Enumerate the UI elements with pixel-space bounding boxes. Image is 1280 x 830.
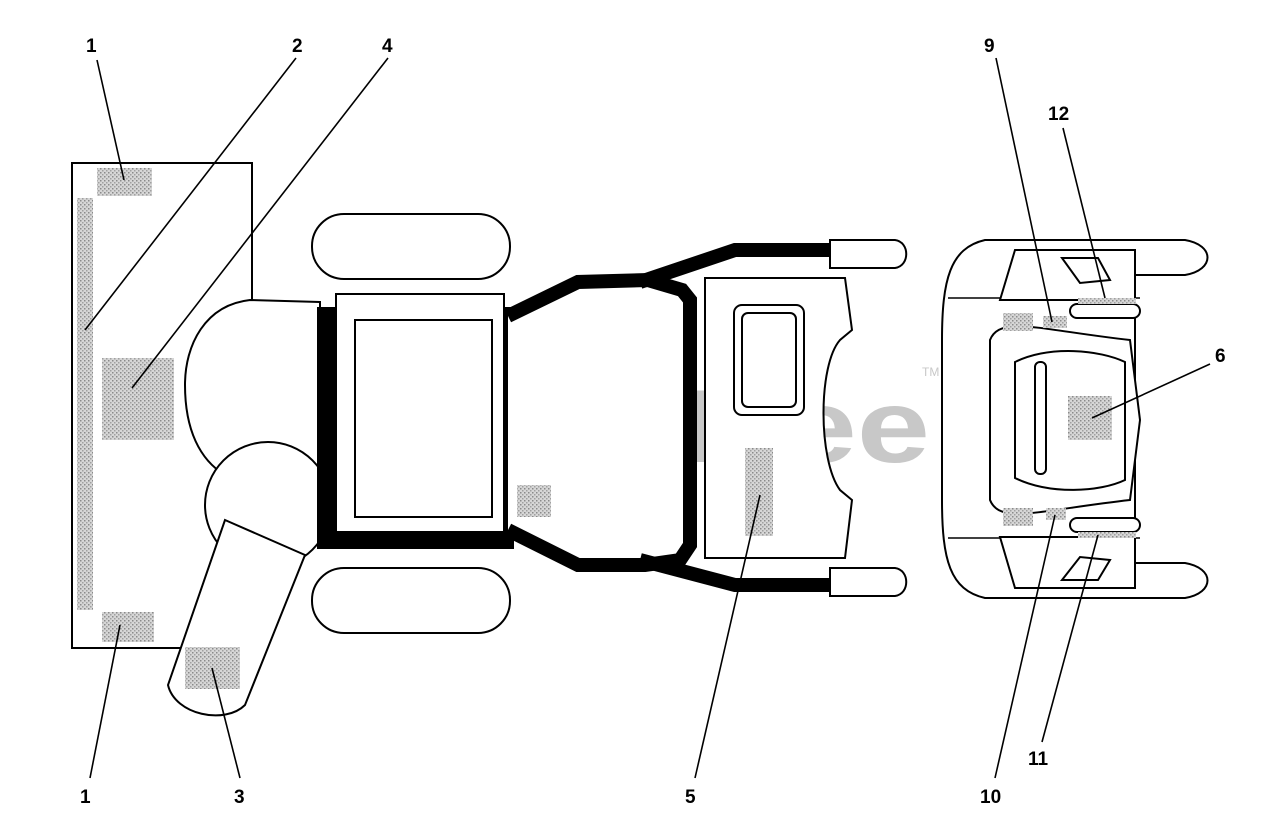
callout-10: 10 bbox=[980, 787, 1001, 808]
decal-4 bbox=[102, 358, 174, 440]
callout-3: 3 bbox=[234, 787, 245, 808]
handlebars bbox=[637, 239, 908, 597]
callout-labels: 1 2 4 9 12 6 1 3 5 10 11 bbox=[80, 36, 1226, 808]
callout-2: 2 bbox=[292, 36, 303, 57]
rear-view bbox=[941, 239, 1209, 599]
callout-12: 12 bbox=[1048, 104, 1069, 125]
decal-6 bbox=[1068, 396, 1112, 440]
control-panel bbox=[704, 277, 854, 559]
watermark-trademark: TM bbox=[922, 365, 939, 379]
decal-5 bbox=[745, 448, 773, 536]
callout-1-bottom: 1 bbox=[80, 787, 91, 808]
chute-base bbox=[183, 298, 321, 476]
decal-2-strip bbox=[77, 198, 93, 610]
decal-1-bottom bbox=[102, 612, 154, 642]
callout-11: 11 bbox=[1028, 749, 1049, 770]
engine-frame bbox=[317, 293, 514, 549]
callout-5: 5 bbox=[685, 787, 696, 808]
callout-6: 6 bbox=[1215, 346, 1226, 367]
decal-1-top bbox=[97, 168, 152, 196]
callout-1-top: 1 bbox=[86, 36, 97, 57]
decal-10 bbox=[1046, 508, 1066, 520]
tires bbox=[311, 213, 511, 634]
decal-frame bbox=[517, 485, 551, 517]
leader-lines bbox=[84, 57, 1211, 779]
decal-rear-ll bbox=[1003, 508, 1033, 526]
decal-12 bbox=[1078, 298, 1136, 304]
callout-4: 4 bbox=[382, 36, 393, 57]
decal-rear-ul bbox=[1003, 313, 1033, 331]
mid-frame bbox=[504, 272, 697, 572]
decal-9 bbox=[1043, 316, 1067, 328]
decal-11 bbox=[1078, 532, 1136, 538]
callout-9: 9 bbox=[984, 36, 995, 57]
